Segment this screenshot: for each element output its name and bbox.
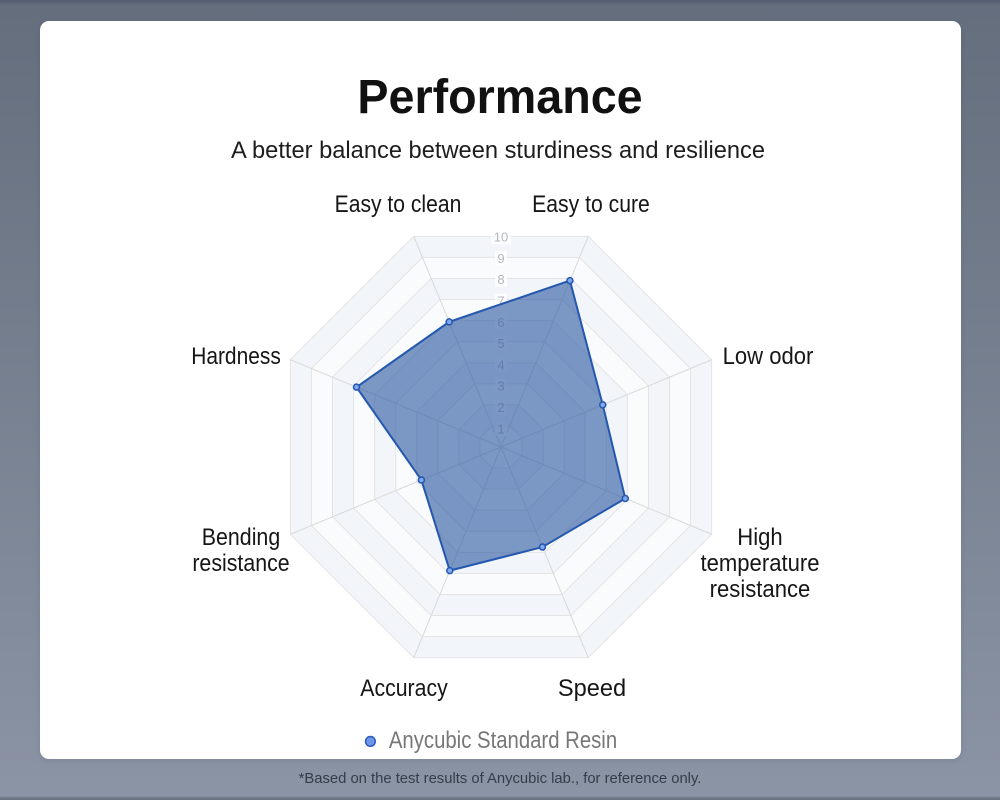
svg-text:10: 10 (494, 230, 508, 245)
svg-text:9: 9 (497, 251, 504, 266)
svg-text:8: 8 (497, 272, 504, 287)
svg-text:7: 7 (497, 294, 504, 309)
